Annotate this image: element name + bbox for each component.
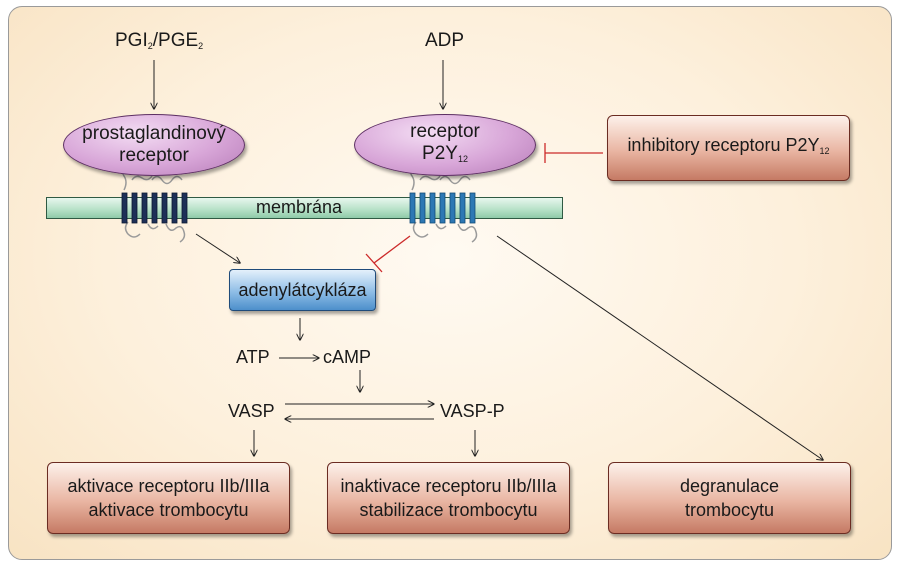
arrow-receptor-to-degranulation	[496, 235, 823, 460]
adp-label: ADP	[425, 30, 465, 51]
platelet-activation-line1: aktivace receptoru IIb/IIIa	[67, 476, 270, 496]
p2y12-inhibitors-label: inhibitory receptoru P2Y12	[627, 135, 830, 156]
prostaglandin-receptor-helices	[121, 165, 186, 243]
prostaglandin-receptor-segments	[121, 192, 188, 224]
adenylate-cyclase-box: adenylátcykláza	[229, 269, 376, 311]
degranulation-box: degranulace trombocytu	[608, 462, 851, 534]
prostaglandin-receptor-line1: prostaglandinový	[82, 123, 226, 144]
pgi-pge-label: PGI2/PGE2	[115, 30, 204, 51]
prostaglandin-receptor-line2: receptor	[119, 145, 189, 166]
degranulation-line2: trombocytu	[684, 500, 775, 520]
p2y12-receptor-line2: P2Y12	[422, 142, 468, 164]
degranulation-line1: degranulace	[679, 476, 780, 496]
inhibition-line-adenylate-cyclase	[373, 235, 411, 264]
vasp-label: VASP	[228, 401, 275, 421]
vasp-p-label: VASP-P	[440, 401, 505, 421]
p2y12-receptor: receptor P2Y12	[354, 114, 536, 176]
p2y12-inhibitors-box: inhibitory receptoru P2Y12	[607, 115, 850, 181]
platelet-activation-box: aktivace receptoru IIb/IIIa aktivace tro…	[47, 462, 290, 534]
platelet-stabilization-line2: stabilizace trombocytu	[359, 500, 538, 520]
p2y12-receptor-segments	[409, 192, 476, 224]
p2y12-receptor-helices	[409, 165, 478, 243]
camp-label: cAMP	[323, 347, 372, 367]
platelet-stabilization-box: inaktivace receptoru IIb/IIIa stabilizac…	[327, 462, 570, 534]
atp-label: ATP	[236, 347, 270, 367]
arrow-receptor-to-adenylate-cyclase	[195, 233, 240, 263]
platelet-activation-line2: aktivace trombocytu	[88, 500, 249, 520]
prostaglandin-receptor: prostaglandinový receptor	[63, 114, 245, 176]
p2y12-receptor-line1: receptor	[410, 120, 480, 142]
platelet-stabilization-line1: inaktivace receptoru IIb/IIIa	[340, 476, 557, 496]
membrane-label: membrána	[256, 197, 343, 217]
inhibition-bar-adenylate-cyclase	[365, 253, 383, 273]
